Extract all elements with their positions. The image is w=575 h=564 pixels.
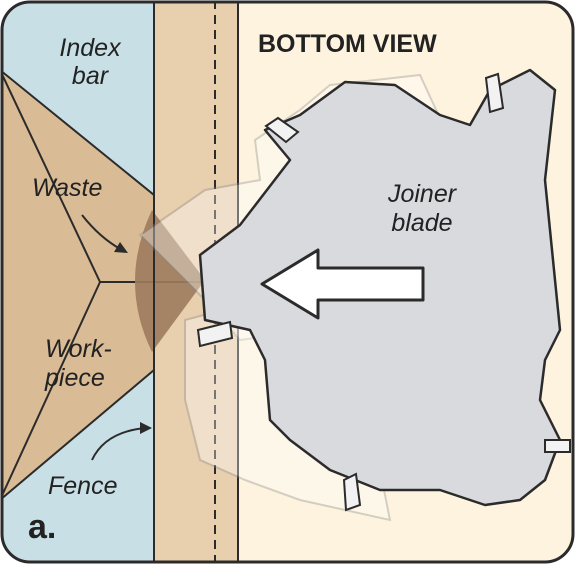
blade-tooth <box>484 72 505 114</box>
figure-letter: a. <box>28 508 56 546</box>
left-arrow-icon <box>260 248 425 320</box>
fence-leader-arrowhead <box>140 422 152 434</box>
waste-leader-arrowhead <box>114 242 128 253</box>
workpiece-label: piece <box>44 364 105 392</box>
joiner-blade-label: blade <box>391 209 452 237</box>
blade-tooth <box>544 439 571 453</box>
joiner-blade-label: Joiner <box>387 180 458 208</box>
blade-tooth <box>264 116 300 144</box>
blade-tooth <box>342 472 362 512</box>
blade-tooth <box>196 320 234 348</box>
fence-leader-arrow <box>91 427 146 461</box>
diagram-title: BOTTOM VIEW <box>258 30 437 58</box>
miter-line <box>2 69 101 283</box>
miter-line <box>2 281 101 501</box>
index-bar-label: Index <box>59 34 122 62</box>
index-bar-label: bar <box>72 62 110 90</box>
waste-label: Waste <box>32 174 102 202</box>
workpiece-label: Work- <box>45 335 112 363</box>
waste-region <box>135 210 205 352</box>
fence-label: Fence <box>48 472 117 500</box>
